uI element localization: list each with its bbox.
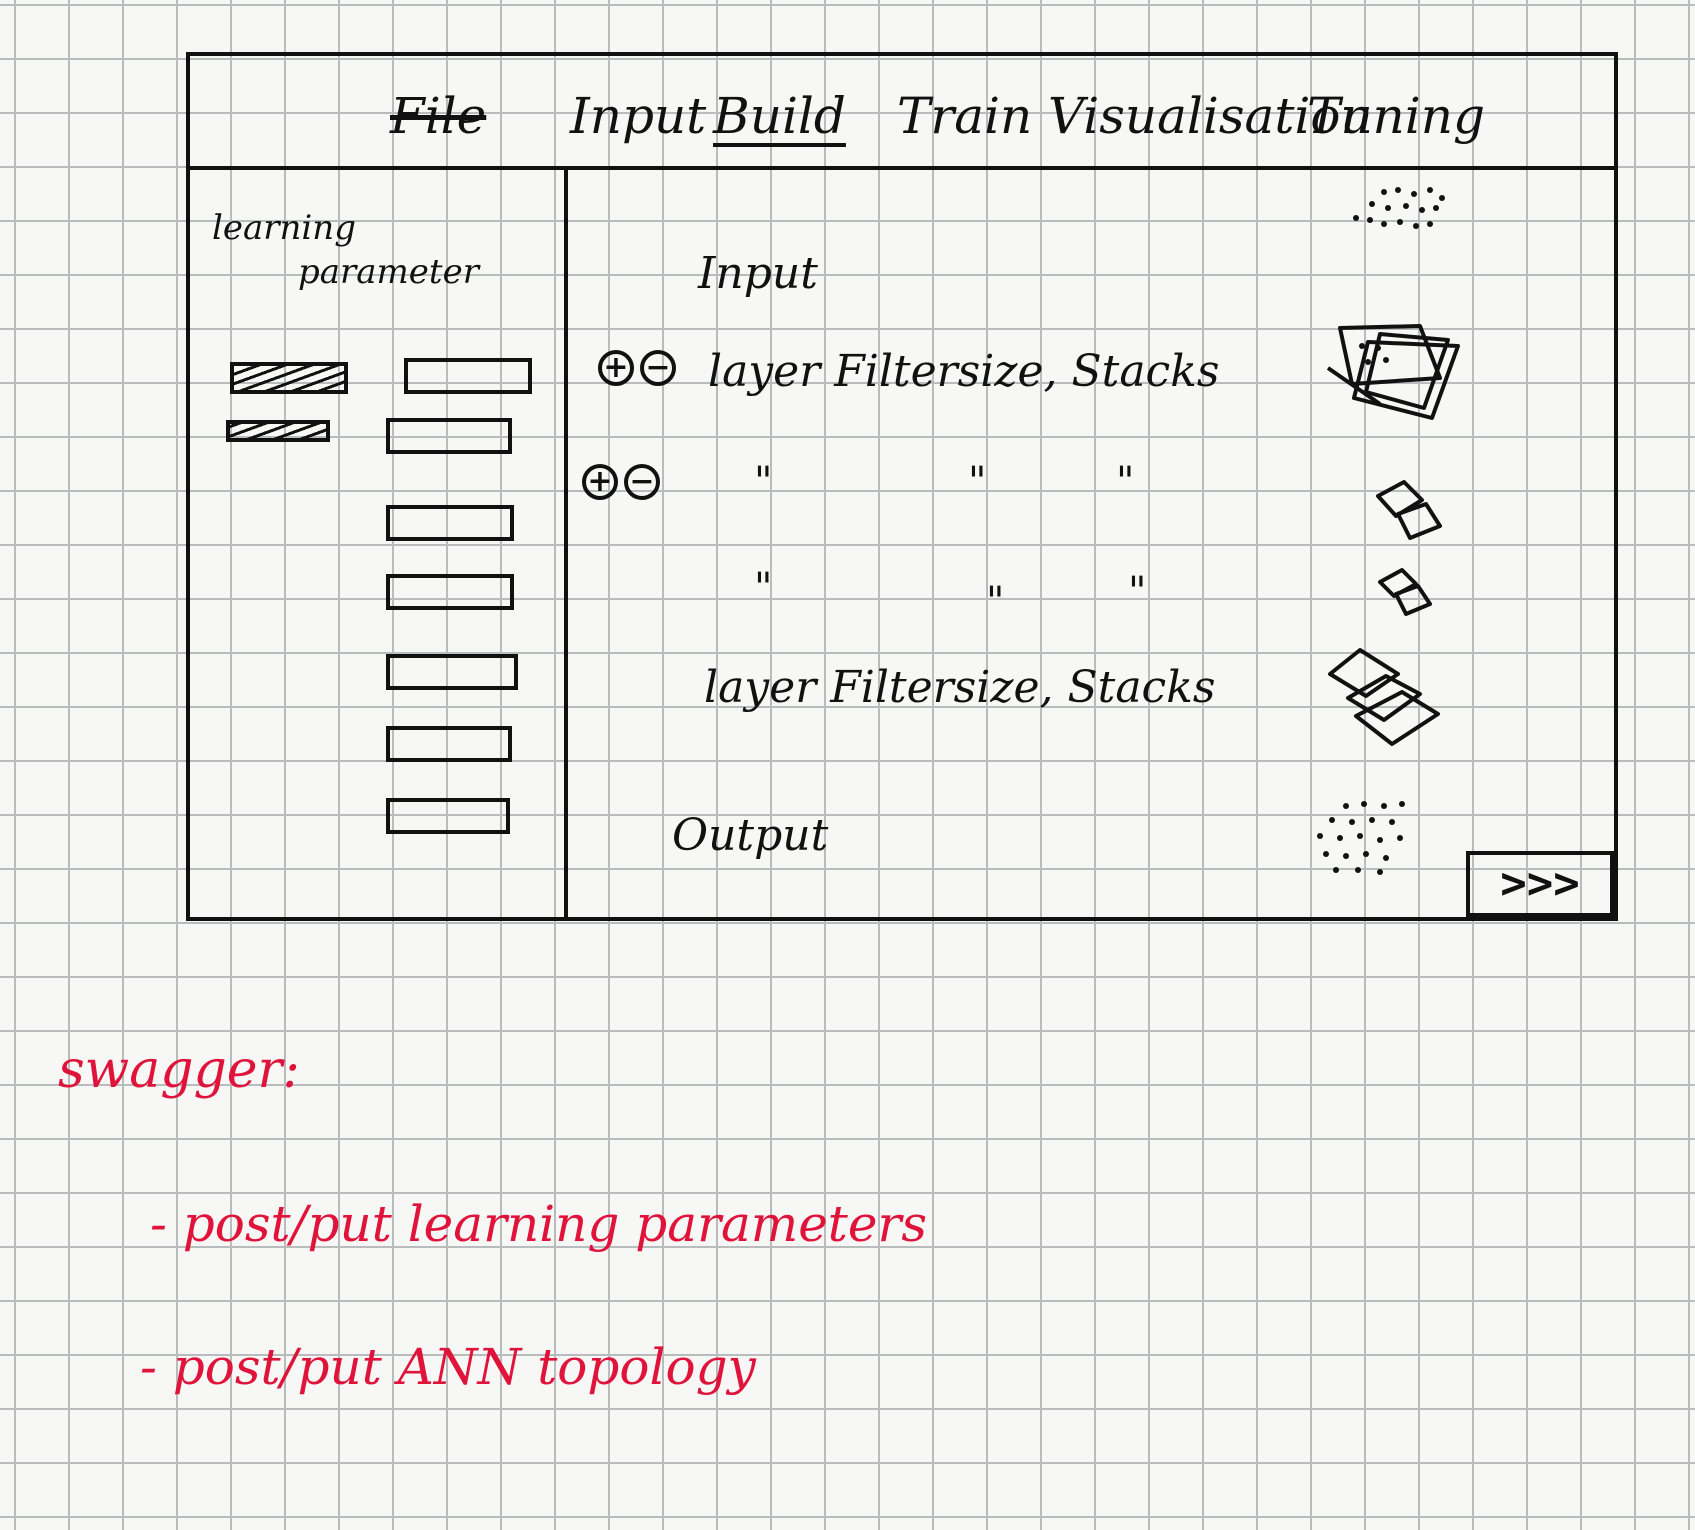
swagger-note-learning-parameters: - post/put learning parameters [150, 1195, 928, 1253]
ditto-mark: " [754, 459, 773, 505]
ditto-mark: " [986, 579, 1005, 625]
param-input-7[interactable] [386, 798, 510, 834]
param-input-6[interactable] [386, 726, 512, 762]
menu-item-build[interactable]: Build [713, 87, 846, 145]
minus-icon: − [645, 350, 671, 385]
minus-icon: − [629, 464, 655, 499]
app-window: File Input Build Train Visualisation Tun… [186, 52, 1618, 921]
menu-item-tuning[interactable]: Tuning [1307, 87, 1485, 145]
menu-item-input[interactable]: Input [570, 87, 707, 145]
ditto-mark: " [968, 459, 987, 505]
feature-maps-small-icon [1378, 568, 1432, 616]
ditto-mark: " [754, 565, 773, 611]
input-dots-icon [1353, 187, 1445, 229]
panel-title: learning parameter [212, 206, 542, 294]
learning-parameter-panel: learning parameter [190, 170, 568, 921]
swagger-note-ann-topology: - post/put ANN topology [140, 1338, 756, 1396]
feature-maps-stack-icon [1328, 648, 1440, 746]
ditto-mark: " [1116, 459, 1135, 505]
menu-item-file[interactable]: File [390, 87, 487, 145]
add-layer-button-2[interactable]: + [582, 464, 618, 500]
param-input-5[interactable] [386, 654, 518, 690]
param-label-2 [226, 420, 330, 442]
ditto-mark: " [1128, 569, 1147, 615]
panel-title-line2: parameter [298, 252, 479, 292]
param-label-1 [230, 362, 348, 394]
input-layer-label: Input [698, 248, 818, 299]
param-input-2[interactable] [386, 418, 512, 454]
feature-maps-small-icon [1376, 480, 1442, 540]
menu-item-visualisation[interactable]: Visualisation [1048, 87, 1373, 145]
next-step-button[interactable]: >>> [1466, 851, 1614, 917]
output-layer-label: Output [672, 810, 829, 861]
layer-row-1: layer Filtersize, Stacks [708, 346, 1220, 397]
layer-row-last: layer Filtersize, Stacks [704, 662, 1216, 713]
plus-icon: + [587, 464, 613, 499]
param-input-3[interactable] [386, 505, 514, 541]
menu-bar: File Input Build Train Visualisation Tun… [190, 56, 1614, 170]
remove-layer-button-2[interactable]: − [624, 464, 660, 500]
param-input-4[interactable] [386, 574, 514, 610]
network-topology-canvas: Input + − layer Filtersize, Stacks + − "… [568, 170, 1618, 921]
add-layer-button-1[interactable]: + [598, 350, 634, 386]
remove-layer-button-1[interactable]: − [640, 350, 676, 386]
plus-icon: + [603, 350, 629, 385]
param-input-1[interactable] [404, 358, 532, 394]
feature-maps-large-icon [1326, 324, 1460, 420]
output-dots-icon [1317, 801, 1405, 875]
swagger-heading: swagger: [58, 1040, 300, 1100]
panel-title-line1: learning [212, 208, 356, 248]
menu-item-train[interactable]: Train [897, 87, 1033, 145]
